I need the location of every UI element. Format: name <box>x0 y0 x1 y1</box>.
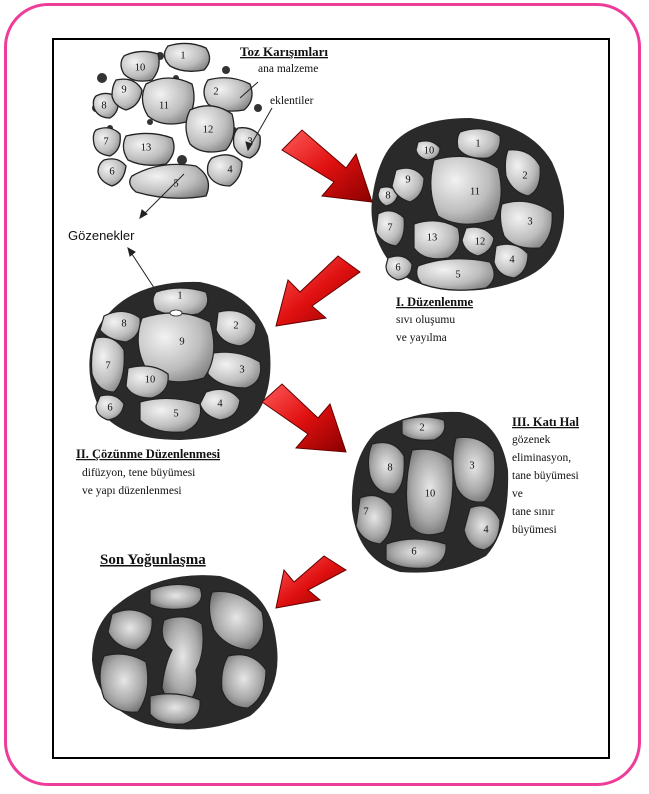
stage1-grain-8: 8 <box>385 190 390 201</box>
stage2-grain-4: 4 <box>217 398 223 409</box>
arrow-to-final <box>276 556 346 608</box>
stage1-grain-6: 6 <box>395 262 400 273</box>
stage3-grain-10: 10 <box>425 488 436 499</box>
pores-label: Gözenekler <box>68 228 135 243</box>
stage3-desc-line6: büyümesi <box>512 524 557 536</box>
stage2-grain-2: 2 <box>233 320 238 331</box>
final-densification-structure <box>92 575 278 729</box>
process-arrows <box>262 130 372 608</box>
stage1-desc-line2: ve yayılma <box>396 332 447 344</box>
powder-grain-9: 9 <box>121 84 126 95</box>
stage3-title: III. Katı Hal <box>512 415 580 429</box>
stage2-grain-1: 1 <box>177 290 182 301</box>
stage2-grain-9: 9 <box>179 336 184 347</box>
powder-mixture: 1 10 2 3 4 5 6 7 8 9 11 12 13 <box>92 43 262 198</box>
stage3-desc-line4: ve <box>512 488 523 500</box>
stage3-grain-7: 7 <box>363 506 368 517</box>
stage2-grain-8: 8 <box>121 318 126 329</box>
arrow-to-stage1 <box>282 130 372 202</box>
powder-grain-6: 6 <box>109 166 114 177</box>
final-densification-title: Son Yoğunlaşma <box>100 552 206 568</box>
stage1-grain-5: 5 <box>455 269 460 280</box>
stage1-structure: 1 10 2 3 4 5 6 7 8 9 11 12 13 <box>371 118 564 291</box>
stage2-grain-7: 7 <box>105 360 110 371</box>
stage1-grain-10: 10 <box>424 145 435 156</box>
stage2-desc-line1: difüzyon, tene büyümesi <box>82 467 195 479</box>
stage3-grain-3: 3 <box>469 460 474 471</box>
stage3-grain-8: 8 <box>387 462 392 473</box>
stage3-desc-line5: tane sınır <box>512 506 555 518</box>
arrow-to-stage3 <box>262 384 346 452</box>
stage2-grain-10: 10 <box>145 374 156 385</box>
powder-grain-11: 11 <box>159 100 169 111</box>
powder-grain-4: 4 <box>227 164 233 175</box>
powder-grain-7: 7 <box>103 136 108 147</box>
stage3-desc-line1: gözenek <box>512 434 551 446</box>
stage3-grain-6: 6 <box>411 546 416 557</box>
powder-grain-2: 2 <box>213 86 218 97</box>
powder-grain-1: 1 <box>180 50 185 61</box>
stage1-grain-3: 3 <box>527 216 532 227</box>
stage1-grain-4: 4 <box>509 254 515 265</box>
stage1-grain-9: 9 <box>405 174 410 185</box>
stage1-desc-line1: sıvı oluşumu <box>396 314 455 326</box>
stage2-grain-6: 6 <box>107 402 112 413</box>
powder-grain-10: 10 <box>135 62 146 73</box>
powder-grain-8: 8 <box>101 100 106 111</box>
stage1-title: I. Düzenlenme <box>396 295 474 309</box>
powder-grain-12: 12 <box>203 124 214 135</box>
stage2-title: II. Çözünme Düzenlenmesi <box>76 447 221 461</box>
stage2-grain-3: 3 <box>239 364 244 375</box>
additives-label: eklentiler <box>270 95 314 107</box>
stage1-grain-11: 11 <box>470 186 480 197</box>
powder-mix-title: Toz Karışımları <box>240 44 328 59</box>
stage2-desc-line2: ve yapı düzenlenmesi <box>82 485 182 497</box>
stage3-desc-line3: tane büyümesi <box>512 470 579 482</box>
stage1-grain-12: 12 <box>475 236 486 247</box>
arrow-to-stage2 <box>276 256 360 326</box>
stage3-structure: 2 3 4 6 7 8 10 <box>352 412 508 573</box>
stage1-grain-7: 7 <box>387 222 392 233</box>
stage1-grain-13: 13 <box>427 232 438 243</box>
stage3-grain-4: 4 <box>483 524 489 535</box>
stage3-desc-line2: eliminasyon, <box>512 452 571 464</box>
stage2-grain-5: 5 <box>173 408 178 419</box>
stage2-structure: 1 2 3 4 5 6 7 8 9 10 <box>89 282 270 440</box>
stage1-grain-1: 1 <box>475 138 480 149</box>
base-material-label: ana malzeme <box>258 63 318 75</box>
stage1-grain-2: 2 <box>522 170 527 181</box>
powder-grain-13: 13 <box>141 142 152 153</box>
stage3-grain-2: 2 <box>419 422 424 433</box>
